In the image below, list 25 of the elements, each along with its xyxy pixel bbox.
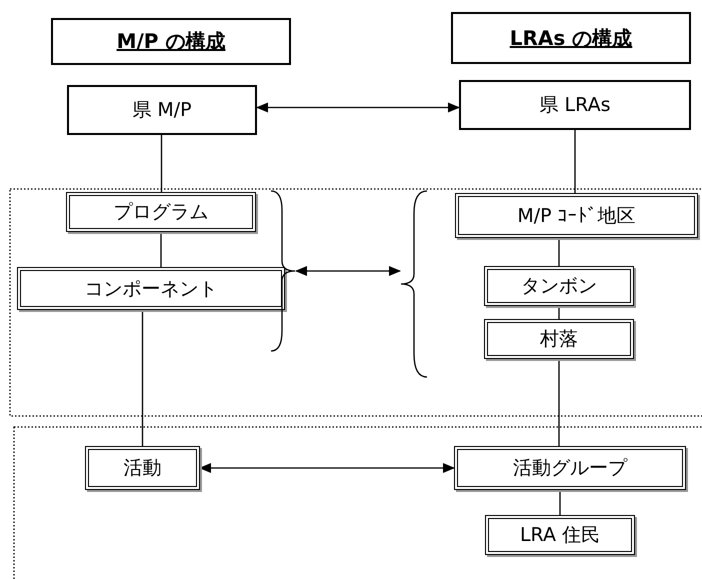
process-box: LRA 住民	[485, 515, 635, 555]
arrow	[256, 102, 460, 112]
connector-line	[559, 490, 561, 515]
heading-box: M/P の構成	[51, 18, 291, 65]
process-box: プログラム	[66, 192, 256, 232]
process-box: コンポーネント	[17, 267, 285, 310]
connector-line	[558, 238, 560, 266]
heading-box: LRAs の構成	[451, 12, 691, 64]
process-box: 活動グループ	[454, 446, 686, 490]
connector-line	[558, 359, 560, 446]
process-box: 活動	[85, 446, 200, 490]
process-box: 県 M/P	[67, 85, 257, 135]
arrow	[295, 266, 401, 276]
curly-brace	[400, 190, 428, 378]
process-box: タンボン	[484, 266, 634, 306]
process-box: M/P ｺｰﾄﾞ地区	[455, 193, 698, 238]
connector-line	[160, 232, 162, 267]
process-box: 県 LRAs	[459, 80, 691, 130]
connector-line	[558, 306, 560, 319]
curly-brace	[270, 190, 296, 352]
connector-line	[574, 130, 576, 193]
arrow	[199, 463, 455, 473]
connector-line	[142, 310, 144, 446]
process-box: 村落	[484, 319, 634, 359]
connector-line	[160, 135, 162, 192]
